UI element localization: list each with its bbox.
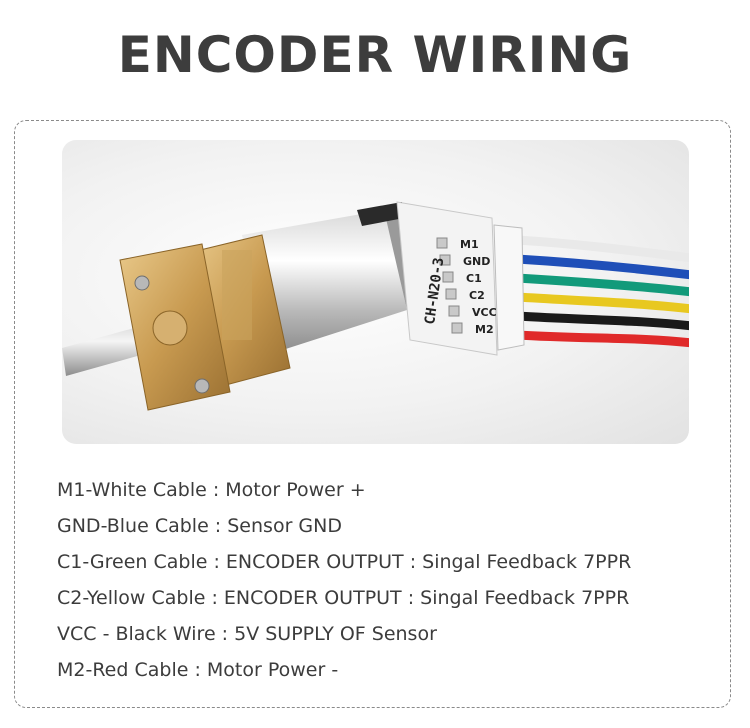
solder-pad [442, 271, 454, 283]
page-title: ENCODER WIRING [117, 26, 633, 84]
solder-pad [436, 237, 448, 249]
wire-3 [512, 292, 689, 314]
pin-label-m2: M2 [475, 323, 494, 336]
solder-pad [439, 254, 451, 266]
content-frame [14, 120, 731, 708]
wire-5 [512, 330, 689, 348]
spec-c2: C2-Yellow Cable : ENCODER OUTPUT : Singa… [57, 587, 630, 609]
spec-m2: M2-Red Cable : Motor Power - [57, 659, 339, 681]
wire-2 [512, 273, 689, 297]
pin-label-gnd: GND [463, 255, 490, 268]
motor-can [242, 210, 407, 355]
wire-1 [512, 254, 689, 280]
wire-4 [512, 311, 689, 331]
solder-pad [448, 305, 460, 317]
pin-label-c1: C1 [466, 272, 482, 285]
spec-m1: M1-White Cable : Motor Power + [57, 479, 366, 501]
wire-connector [493, 224, 525, 351]
pin-label-c2: C2 [469, 289, 485, 302]
wiring-spec-list: M1-White Cable : Motor Power + GND-Blue … [57, 472, 717, 688]
spec-vcc: VCC - Black Wire : 5V SUPPLY OF Sensor [57, 623, 437, 645]
solder-pad [445, 288, 457, 300]
spec-c1: C1-Green Cable : ENCODER OUTPUT : Singal… [57, 551, 632, 573]
wire-0 [512, 235, 689, 263]
pin-label-vcc: VCC [472, 306, 497, 319]
spec-gnd: GND-Blue Cable : Sensor GND [57, 515, 342, 537]
wire-bundle [512, 235, 689, 348]
pin-label-m1: M1 [460, 238, 479, 251]
solder-pad [451, 322, 463, 334]
